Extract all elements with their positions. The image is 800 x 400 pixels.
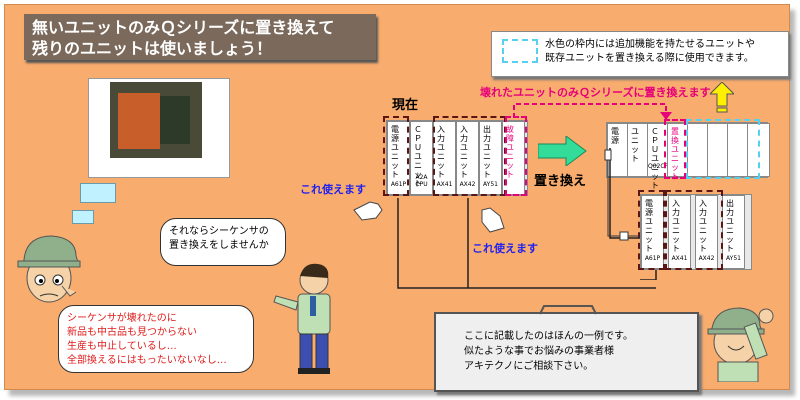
up-arrow-icon [710, 82, 734, 113]
replace-path-arrow [513, 103, 672, 120]
module-name: 故障ユニット [506, 125, 514, 179]
module-code: AX42 [698, 255, 715, 262]
plc-module: 入力ユニット AX41 [668, 195, 691, 269]
module-name: ＣＰＵユニット [651, 127, 659, 190]
engineer-line-1: それならシーケンサの [169, 226, 269, 237]
plc-module: 故障ユニット [502, 121, 525, 195]
thought-bubble-small [72, 210, 94, 224]
module-name: ユニット [631, 127, 639, 163]
info-line-3: アキテクノにご相談下さい。 [464, 361, 594, 372]
module-code: A61P [644, 255, 661, 262]
worried-operator-icon [17, 235, 81, 303]
operator-line-1: シーケンサが壊れたのに [67, 313, 177, 324]
operator-line-3: 生産も中止しているし… [67, 341, 177, 352]
module-code: A2A CPU [415, 174, 428, 188]
note-line-1: 水色の枠内には追加機能を持たせるユニットや [545, 39, 755, 50]
module-code: AY51 [483, 181, 498, 188]
label-current: 現在 [392, 98, 419, 113]
module-code: AX41 [436, 181, 453, 188]
legend-note-text: 水色の枠内には追加機能を持たせるユニットや 既存ユニットを置き換える際に使用でき… [545, 38, 785, 66]
plc-module: 出力ユニット AY51 [722, 195, 745, 269]
legend-note [491, 31, 789, 77]
plc-photo-panel [118, 93, 160, 149]
module-name: ＣＰＵユニット [414, 125, 422, 188]
note-line-2: 既存ユニットを置き換える際に使用できます。 [545, 53, 754, 64]
expansion-slot-frame [686, 119, 760, 179]
info-line-1: ここに記載したのはほんの一例です。 [464, 331, 633, 342]
module-name: 電源ユニット [391, 125, 399, 179]
module-name: 出力ユニット [726, 199, 734, 253]
title-line-1: 無いユニットのみＱシリーズに置き換えて [32, 18, 335, 37]
pointing-hand-icon [481, 207, 505, 233]
info-line-2: 似たような事でお悩みの事業者様 [464, 346, 614, 357]
replacement-unit-frame [664, 119, 686, 179]
cyan-dash-sample [502, 39, 538, 63]
module-name: 入力ユニット [672, 199, 680, 253]
info-box [434, 312, 699, 392]
operator-line-4: 全部換えるにはもったいないなし… [67, 355, 227, 366]
engineer-speech: それならシーケンサの 置き換えをしませんか [160, 218, 286, 266]
label-replace: 置き換え [534, 174, 587, 189]
title-line-2: 残りのユニットは使いましょう！ [32, 39, 273, 58]
thought-bubble-large [80, 183, 116, 203]
module-code: Q02CPU [648, 163, 673, 170]
module-name: 入力ユニット [460, 125, 468, 179]
reused-io-frame [665, 190, 723, 270]
pointing-hand-icon [353, 201, 383, 221]
module-name: 入力ユニット [437, 125, 445, 179]
module-code: AX42 [459, 181, 476, 188]
plc-photo-terminal [160, 96, 190, 144]
page-title: 無いユニットのみＱシリーズに置き換えて 残りのユニットは使いましょう！ [24, 14, 376, 60]
broken-unit-frame [505, 116, 527, 196]
module-code: A61P [390, 181, 407, 188]
usable-power-frame [383, 116, 409, 196]
connection-lines [397, 148, 656, 289]
module-code: AY51 [726, 255, 741, 262]
info-text: ここに記載したのはほんの一例です。 似たような事でお悩みの事業者様 アキテクノに… [464, 329, 689, 374]
lower-rack: 電源ユニット A61P 入力ユニット AX41 入力ユニット AX42 出力ユニット AY51 [640, 194, 752, 270]
plc-module: 入力ユニット AX42 [456, 121, 479, 195]
operator-speech: シーケンサが壊れたのに 新品も中古品も見つからない 生産も中止しているし… 全部… [58, 305, 254, 373]
plc-module: 入力ユニット AX42 [695, 195, 718, 269]
label-usable-left: これ使えます [300, 183, 366, 196]
module-name: 置換ユニット [671, 127, 679, 181]
module-name: 出力ユニット [483, 125, 491, 179]
module-name: 入力ユニット [699, 199, 707, 253]
module-code: AX41 [671, 255, 688, 262]
reused-power-frame [638, 190, 665, 270]
rack-link-cable [604, 149, 657, 280]
module-name: 電源 [611, 127, 619, 145]
label-broken-only: 壊れたユニットのみＱシリーズに置き換えます [480, 86, 711, 99]
replace-arrow-icon [538, 136, 587, 166]
label-usable-right: これ使えます [472, 242, 538, 255]
plc-module: 出力ユニット AY51 [479, 121, 502, 195]
engineer-line-2: 置き換えをしませんか [169, 240, 269, 251]
info-box-handle [539, 305, 597, 315]
cheering-operator-icon [707, 307, 774, 382]
engineer-icon [273, 263, 331, 374]
operator-line-2: 新品も中古品も見つからない [67, 327, 197, 338]
plc-module: ユニット [627, 123, 650, 177]
module-name: 電源ユニット [645, 199, 653, 253]
